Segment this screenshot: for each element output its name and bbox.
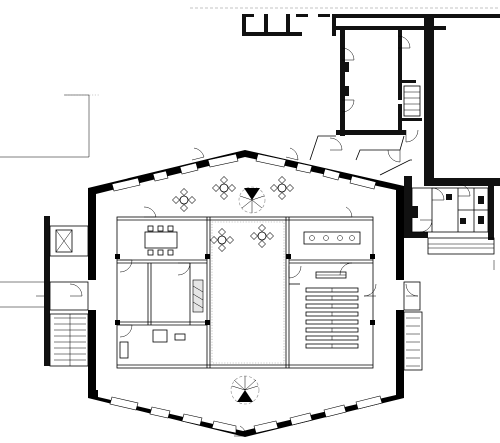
meeting-table bbox=[144, 225, 178, 256]
west-annex bbox=[44, 216, 89, 367]
round-table bbox=[212, 176, 236, 200]
site-lines bbox=[0, 7, 500, 308]
kitchen-counter bbox=[303, 231, 361, 245]
interior bbox=[115, 206, 375, 369]
outer-wall bbox=[88, 150, 406, 437]
east-annex bbox=[403, 208, 423, 371]
lecture-seating bbox=[305, 271, 359, 349]
central-hall bbox=[211, 221, 285, 364]
round-table bbox=[270, 176, 294, 200]
connector bbox=[309, 135, 412, 176]
round-table bbox=[210, 228, 234, 252]
round-table bbox=[172, 188, 196, 212]
round-table bbox=[250, 224, 274, 248]
wc-wing bbox=[404, 176, 495, 270]
existing-stair bbox=[403, 85, 421, 117]
spiral-stair-south bbox=[230, 375, 260, 405]
existing-building bbox=[242, 14, 500, 186]
cafe-tables bbox=[172, 176, 294, 252]
west-stair bbox=[54, 314, 86, 366]
spiral-stair-north bbox=[238, 186, 266, 214]
